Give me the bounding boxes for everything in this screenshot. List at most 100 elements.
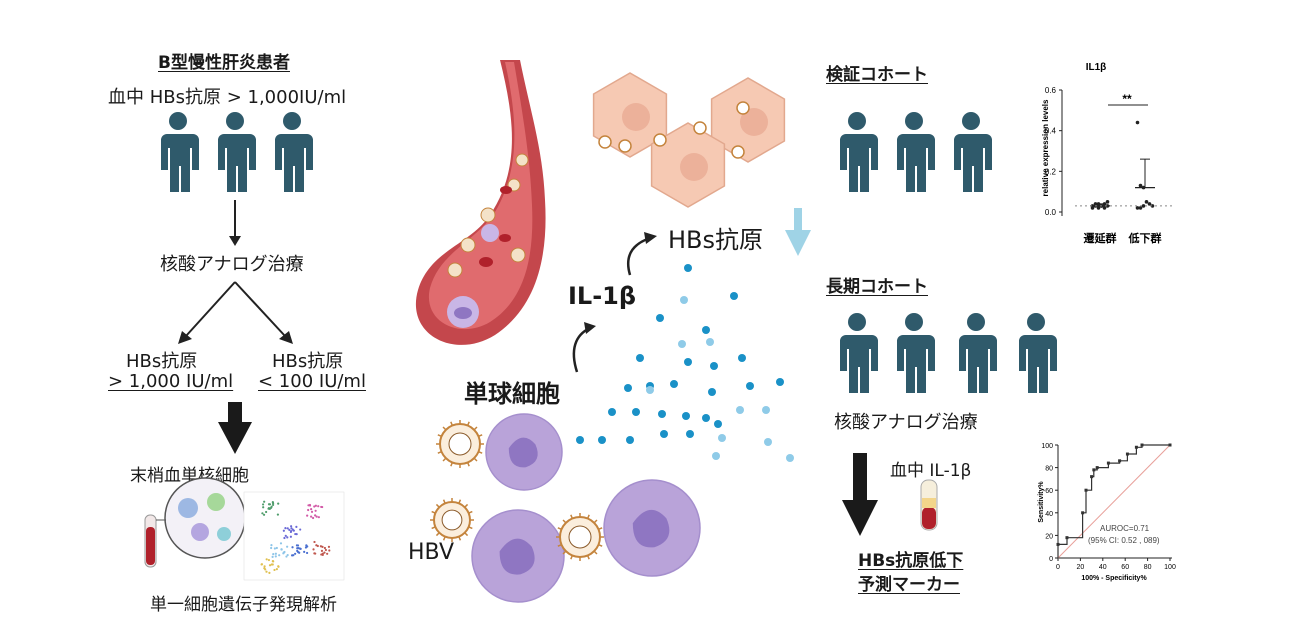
tsne-point [286, 536, 289, 539]
branch-right-line2: < 100 IU/ml [258, 371, 366, 392]
tsne-point [291, 546, 294, 549]
tsne-point [274, 555, 277, 558]
patients-title: B型慢性肝炎患者 [158, 53, 290, 73]
branch-right-line1: HBs抗原 [272, 351, 344, 372]
scatter-point [1144, 200, 1149, 204]
virus-particle-icon [736, 101, 750, 115]
il1b-dot [776, 378, 784, 386]
branch-left-head [178, 331, 192, 344]
scatter-point [1147, 202, 1152, 206]
tsne-point [303, 550, 306, 553]
virus-particle-icon [480, 207, 496, 223]
roc-point [1140, 443, 1144, 447]
roc-ytick-label: 80 [1045, 466, 1053, 473]
tsne-point [308, 503, 312, 507]
roc-xtick-label: 100 [1164, 564, 1176, 571]
person-icon [161, 112, 199, 192]
hbsag-dot [646, 386, 654, 394]
person-icon [954, 112, 992, 192]
tsne-point [264, 568, 267, 571]
scatter-ytick-label: 0.0 [1045, 208, 1057, 217]
tsne-point [289, 535, 292, 538]
tsne-point [314, 504, 317, 507]
tsne-point [314, 552, 317, 555]
il1b-dot [670, 380, 678, 388]
right-flow [842, 453, 938, 536]
arrow-head-1 [229, 236, 241, 246]
hbsag-dot [736, 406, 744, 414]
il1b-dot [702, 326, 710, 334]
tsne-point [323, 546, 327, 550]
virus-particle-icon [510, 247, 526, 263]
scatter-ytick-label: 0.4 [1045, 127, 1057, 136]
scatter-point [1096, 206, 1101, 210]
tsne-point [270, 546, 273, 550]
hbv-virus-icon [556, 513, 604, 561]
person-icon [840, 313, 878, 393]
il1b-dot [710, 362, 718, 370]
tsne-point [290, 525, 293, 528]
roc-point [1168, 443, 1172, 447]
tsne-point [272, 553, 275, 556]
il1b-dot [576, 436, 584, 444]
il1b-dot [608, 408, 616, 416]
tsne-point [317, 516, 320, 519]
tsne-point [275, 568, 278, 571]
marker-line1: HBs抗原低下 [858, 551, 964, 571]
roc-xtick-label: 20 [1077, 564, 1085, 571]
tsne-point [279, 542, 283, 545]
scatter-point [1102, 206, 1107, 210]
tsne-point [262, 513, 266, 516]
tsne-point [327, 545, 331, 548]
tsne-point [265, 558, 268, 561]
tsne-point [323, 551, 326, 554]
il1b-dot [636, 354, 644, 362]
il1b-dot [686, 430, 694, 438]
il1b-dot [708, 388, 716, 396]
tsne-point [317, 505, 320, 508]
virus-particle-icon [598, 135, 612, 149]
tsne-point [288, 528, 291, 532]
person-icon [275, 112, 313, 192]
hbsag-dot [680, 296, 688, 304]
tsne-point [324, 548, 328, 552]
tsne-point [280, 548, 283, 551]
virus-particle-icon [618, 139, 632, 153]
roc-curve [1057, 444, 1170, 558]
tsne-point [299, 547, 302, 551]
branch-left-line [185, 281, 236, 337]
person-icon [1019, 313, 1057, 393]
roc-ytick-label: 40 [1045, 511, 1053, 518]
scatter-ytick-label: 0.6 [1045, 86, 1057, 95]
roc-point [1106, 461, 1110, 465]
il1b-dot [684, 358, 692, 366]
tsne-point [306, 514, 309, 517]
tsne-point [271, 503, 275, 507]
tsne-point [310, 515, 313, 518]
tsne-point [299, 528, 302, 531]
tsne-point [292, 554, 295, 557]
il1b-dot [730, 292, 738, 300]
tsne-point [273, 547, 276, 550]
roc-point [1084, 488, 1088, 492]
scatter-point [1138, 206, 1143, 210]
person-icon [840, 112, 878, 192]
big-arrow-head [218, 422, 252, 454]
tsne-point [310, 510, 314, 513]
tsne-point [321, 553, 324, 556]
tsne-point [315, 515, 318, 518]
tsne-point [321, 545, 324, 549]
curved-arrow-monocyte-il1b [572, 326, 591, 373]
tsne-point [290, 527, 293, 530]
tsne-point [277, 502, 280, 505]
scatter-title: IL1β [1086, 62, 1107, 73]
roc-xlabel: 100% - Specificity% [1081, 575, 1147, 582]
tsne-point [328, 549, 331, 552]
monocyte-label: 単球細胞 [464, 380, 560, 408]
tsne-point [271, 555, 274, 558]
tsne-point [313, 540, 316, 544]
tsne-point [275, 546, 278, 550]
branch-left-line2: > 1,000 IU/ml [108, 371, 234, 392]
flow-arrows-left [178, 200, 293, 454]
il1b-dot [682, 412, 690, 420]
